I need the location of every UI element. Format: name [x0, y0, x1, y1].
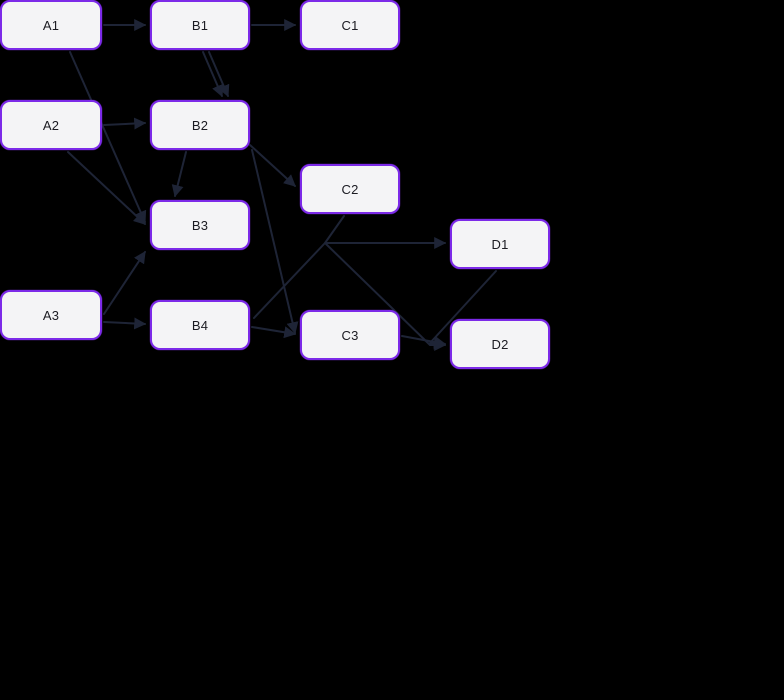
node-a1[interactable]: A1	[0, 0, 102, 50]
node-label: A1	[42, 17, 60, 33]
node-c3[interactable]: C3	[300, 310, 400, 360]
node-label: C3	[341, 327, 359, 343]
node-label: A3	[42, 307, 60, 323]
node-label: C1	[341, 17, 359, 33]
node-label: D1	[491, 236, 509, 252]
node-label: B3	[191, 217, 209, 233]
edge-b2-to-c3	[251, 149, 299, 335]
node-c2[interactable]: C2	[300, 164, 400, 214]
edge-a2-to-b2	[103, 117, 147, 130]
edge-a3-to-b4	[103, 317, 147, 330]
edge-b1-to-b2	[208, 51, 230, 98]
node-b4[interactable]: B4	[150, 300, 250, 350]
edge-b2-to-b3	[171, 151, 187, 198]
edge-b4-to-c3	[251, 326, 297, 339]
edge-b2-to-c2	[249, 144, 296, 187]
edge-a2-to-b3	[67, 151, 146, 225]
edge-c3-to-d2	[401, 335, 447, 348]
node-d1[interactable]: D1	[450, 219, 550, 269]
node-a2[interactable]: A2	[0, 100, 102, 150]
node-b1[interactable]: B1	[150, 0, 250, 50]
node-b3[interactable]: B3	[150, 200, 250, 250]
node-label: B1	[191, 17, 209, 33]
node-b2[interactable]: B2	[150, 100, 250, 150]
node-label: D2	[491, 336, 509, 352]
node-label: B4	[191, 317, 209, 333]
node-label: C2	[341, 181, 359, 197]
node-label: A2	[42, 117, 60, 133]
edge-a3-to-b3	[103, 250, 146, 315]
node-c1[interactable]: C1	[300, 0, 400, 50]
edge-a1-to-b3	[69, 51, 147, 224]
node-d2[interactable]: D2	[450, 319, 550, 369]
node-label: B2	[191, 117, 209, 133]
edge-group	[67, 19, 497, 351]
edge-d1-to-d2	[429, 270, 497, 350]
node-a3[interactable]: A3	[0, 290, 102, 340]
